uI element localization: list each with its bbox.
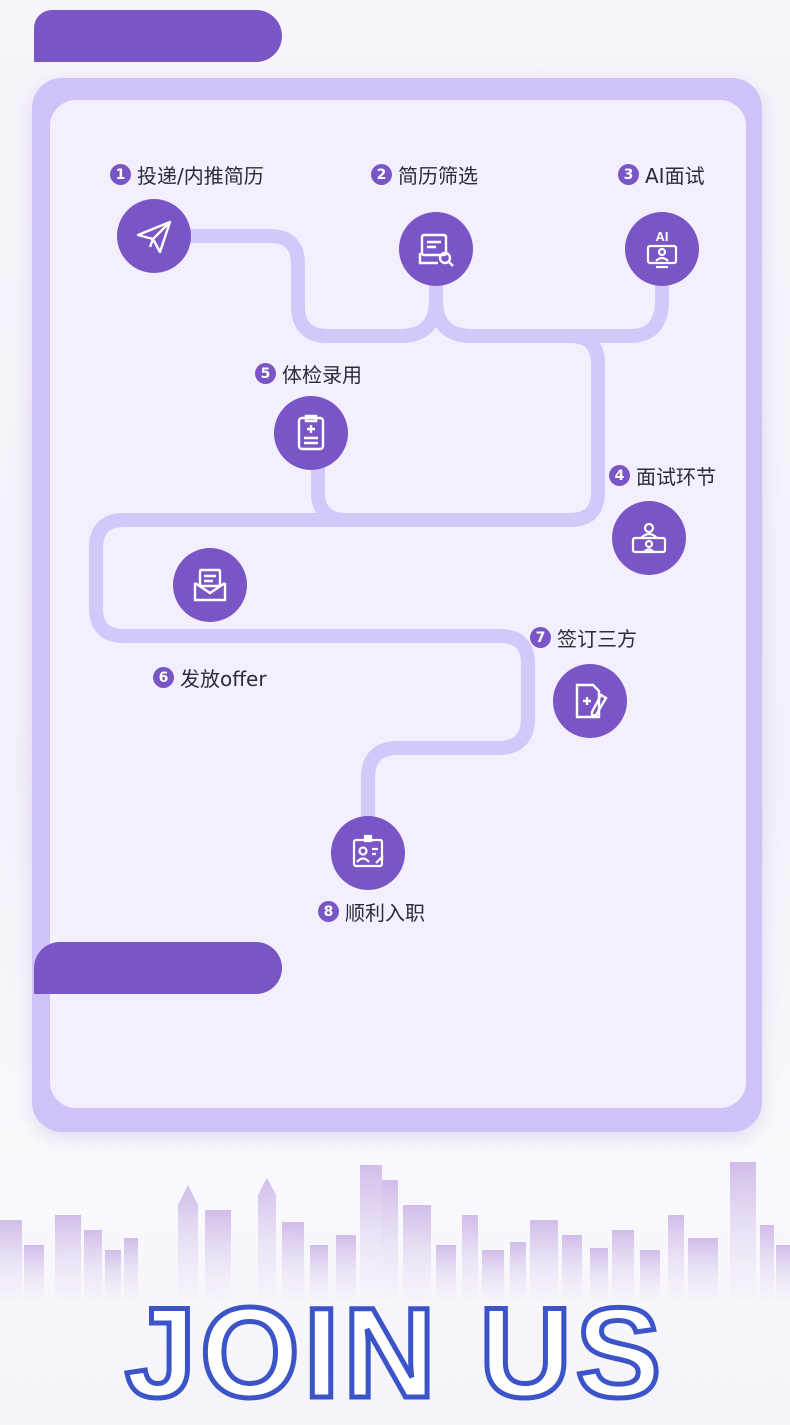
step-8-label: 8 顺利入职 xyxy=(318,897,425,926)
step-3-label: 3 AI面试 xyxy=(618,160,705,189)
join-us-heading: JOIN US xyxy=(122,1282,666,1425)
svg-text:AI: AI xyxy=(656,229,669,244)
step-1-label: 1 投递/内推简历 xyxy=(110,160,264,189)
step-4-label: 4 面试环节 xyxy=(609,461,716,490)
step-8-number: 8 xyxy=(318,901,339,922)
step-5-label: 5 体检录用 xyxy=(255,359,362,388)
step-2-label: 2 简历筛选 xyxy=(371,160,478,189)
step-7-number: 7 xyxy=(530,627,551,648)
step-6-label: 6 发放offer xyxy=(153,663,267,692)
step-1-circle xyxy=(117,199,191,273)
step-4-text: 面试环节 xyxy=(636,465,716,489)
step-6-text: 发放offer xyxy=(180,667,267,691)
step-5-circle xyxy=(274,396,348,470)
step-7-label: 7 签订三方 xyxy=(530,623,637,652)
step-3-circle: AI xyxy=(625,212,699,286)
step-6-number: 6 xyxy=(153,667,174,688)
video-interview-icon xyxy=(631,522,667,554)
city-skyline-image xyxy=(0,1162,790,1300)
step-7-circle xyxy=(553,664,627,738)
employee-badge-icon xyxy=(352,834,384,868)
step-1-text: 投递/内推简历 xyxy=(137,164,264,188)
step-7-text: 签订三方 xyxy=(557,627,637,651)
step-1-number: 1 xyxy=(110,164,131,185)
step-5-number: 5 xyxy=(255,363,276,384)
step-6-circle xyxy=(173,548,247,622)
offer-envelope-icon xyxy=(193,568,227,602)
step-2-number: 2 xyxy=(371,164,392,185)
ai-interview-icon: AI xyxy=(646,229,678,269)
medical-clipboard-icon xyxy=(297,414,325,451)
step-4-number: 4 xyxy=(609,465,630,486)
resume-search-icon xyxy=(418,233,454,267)
step-4-circle xyxy=(612,501,686,575)
step-8-circle xyxy=(331,816,405,890)
header-tab xyxy=(34,10,282,62)
step-8-text: 顺利入职 xyxy=(345,901,425,925)
step-3-text: AI面试 xyxy=(645,164,705,188)
step-5-text: 体检录用 xyxy=(282,363,362,387)
step-3-number: 3 xyxy=(618,164,639,185)
footer-tab xyxy=(34,942,282,994)
sign-document-icon xyxy=(575,683,608,719)
step-2-text: 简历筛选 xyxy=(398,164,478,188)
paper-plane-icon xyxy=(136,220,172,254)
step-2-circle xyxy=(399,212,473,286)
